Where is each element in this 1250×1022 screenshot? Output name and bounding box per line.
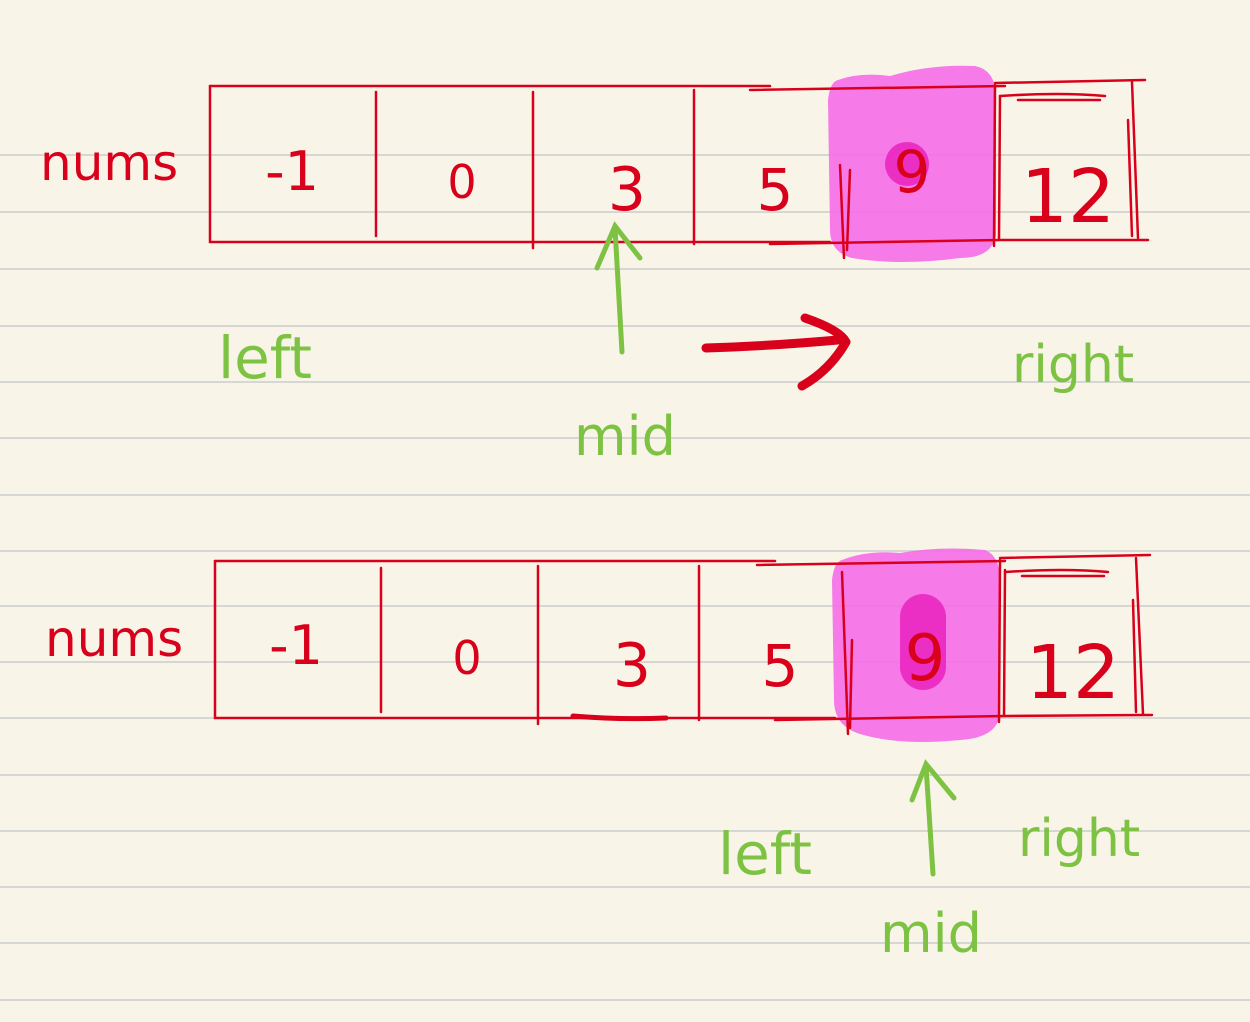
underline-mark <box>570 713 669 722</box>
array-diagram-1: nums -1 0 3 5 9 12 left mid right <box>40 65 1150 468</box>
array-cell-value: -1 <box>265 140 319 203</box>
array-label: nums <box>45 610 183 668</box>
array-cell-value: 12 <box>1026 630 1120 716</box>
array-diagram-2: nums -1 0 3 5 9 12 left mid right <box>45 548 1154 965</box>
highlight-dot <box>900 594 946 690</box>
array-cell-value: 9 <box>905 622 946 696</box>
move-right-arrow <box>701 313 851 391</box>
array-cell-value: 5 <box>757 156 794 224</box>
left-pointer-label: left <box>718 820 812 888</box>
mid-pointer-arrow <box>909 759 957 877</box>
ruled-lines <box>0 154 1250 1001</box>
array-cell-value: 9 <box>894 138 931 206</box>
array-cell-value: 0 <box>447 155 476 209</box>
array-cell-value: -1 <box>269 614 323 677</box>
left-pointer-label: left <box>218 324 312 392</box>
array-cell-value: 12 <box>1021 154 1115 240</box>
array-cell-value: 5 <box>762 632 799 700</box>
array-outline <box>213 553 1154 736</box>
array-cell-value: 3 <box>613 631 651 701</box>
highlight-dot <box>885 142 929 186</box>
right-pointer-label: right <box>1012 335 1134 395</box>
mid-pointer-arrow <box>594 221 643 355</box>
mid-pointer-label: mid <box>574 405 676 468</box>
array-label: nums <box>40 134 178 192</box>
mid-pointer-label: mid <box>880 902 982 965</box>
array-cell-value: 0 <box>452 631 481 685</box>
array-outline <box>208 78 1150 260</box>
array-cell-value: 3 <box>608 155 646 225</box>
right-pointer-label: right <box>1018 809 1140 869</box>
